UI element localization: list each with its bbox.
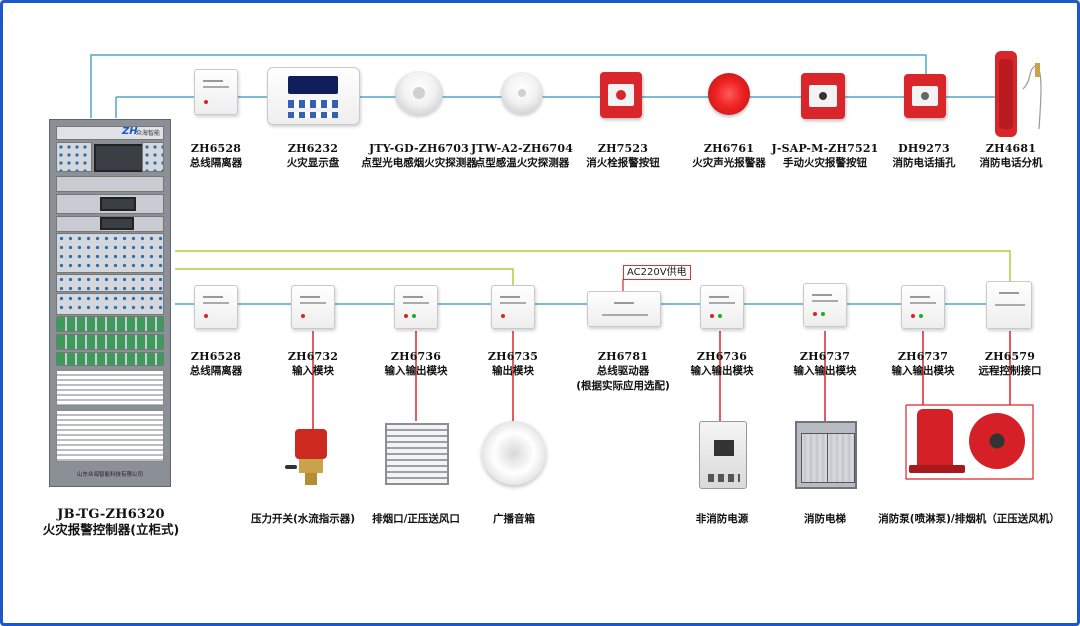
output-module-icon — [491, 285, 535, 329]
top-bus-line — [90, 54, 927, 118]
bottom-bus-line — [175, 268, 514, 285]
phone-cord-icon — [1022, 63, 1042, 130]
cabinet-name: 火灾报警控制器(立柜式) — [42, 522, 180, 537]
smoke-detector-icon — [395, 71, 443, 115]
breaker-icon — [699, 421, 747, 489]
smoke-vent-icon — [385, 423, 449, 485]
hydrant-button-icon — [600, 72, 642, 118]
fire-phone-icon — [995, 51, 1017, 137]
equipment-label: 排烟口/正压送风口 — [372, 513, 460, 525]
manual-call-point-icon — [801, 73, 845, 119]
cabinet-label: JB-TG-ZH6320 火灾报警控制器(立柜式) — [43, 507, 179, 537]
input-module-icon — [291, 285, 335, 329]
pressure-switch-icon — [285, 429, 337, 487]
equipment-label: 非消防电源 — [695, 513, 749, 525]
equipment-label: 消防电梯 — [804, 513, 846, 525]
io-module-icon — [394, 285, 438, 329]
bus-isolator-icon — [194, 285, 238, 329]
remote-control-interface-icon — [986, 281, 1032, 329]
bus-driver-icon — [587, 291, 661, 327]
bottom-bus-line — [175, 250, 1011, 281]
bus-isolator-icon — [194, 69, 238, 115]
equipment-frame — [905, 404, 1034, 480]
speaker-icon — [482, 421, 546, 485]
io-module-icon — [803, 283, 847, 327]
cabinet-brand-text: 众海智能 — [136, 130, 161, 137]
fire-alarm-cabinet: ZH 众海智能 山东众海智能科技有限公司 — [49, 119, 171, 487]
equipment-label: 消防泵(喷淋泵)/排烟机（正压送风机） — [878, 513, 1060, 525]
pump-fan-icon — [907, 407, 1031, 477]
cabinet-brand: ZH — [122, 126, 138, 137]
io-module-icon — [901, 285, 945, 329]
cabinet-sub-screen — [100, 217, 134, 230]
cabinet-main-screen — [94, 144, 144, 172]
fire-display-panel-icon — [267, 67, 360, 125]
equipment-label: 压力开关(水流指示器) — [250, 513, 356, 525]
cabinet-footer: 山东众海智能科技有限公司 — [76, 472, 143, 478]
cabinet-sub-screen — [100, 197, 136, 211]
equipment-label: 广播音箱 — [493, 513, 535, 525]
heat-detector-icon — [501, 72, 543, 114]
phone-jack-icon — [904, 74, 946, 118]
io-module-icon — [700, 285, 744, 329]
elevator-icon — [795, 421, 857, 489]
sounder-strobe-icon — [708, 73, 750, 115]
cabinet-model: JB-TG-ZH6320 — [57, 507, 165, 522]
ac-power-label: AC220V供电 — [623, 265, 691, 280]
